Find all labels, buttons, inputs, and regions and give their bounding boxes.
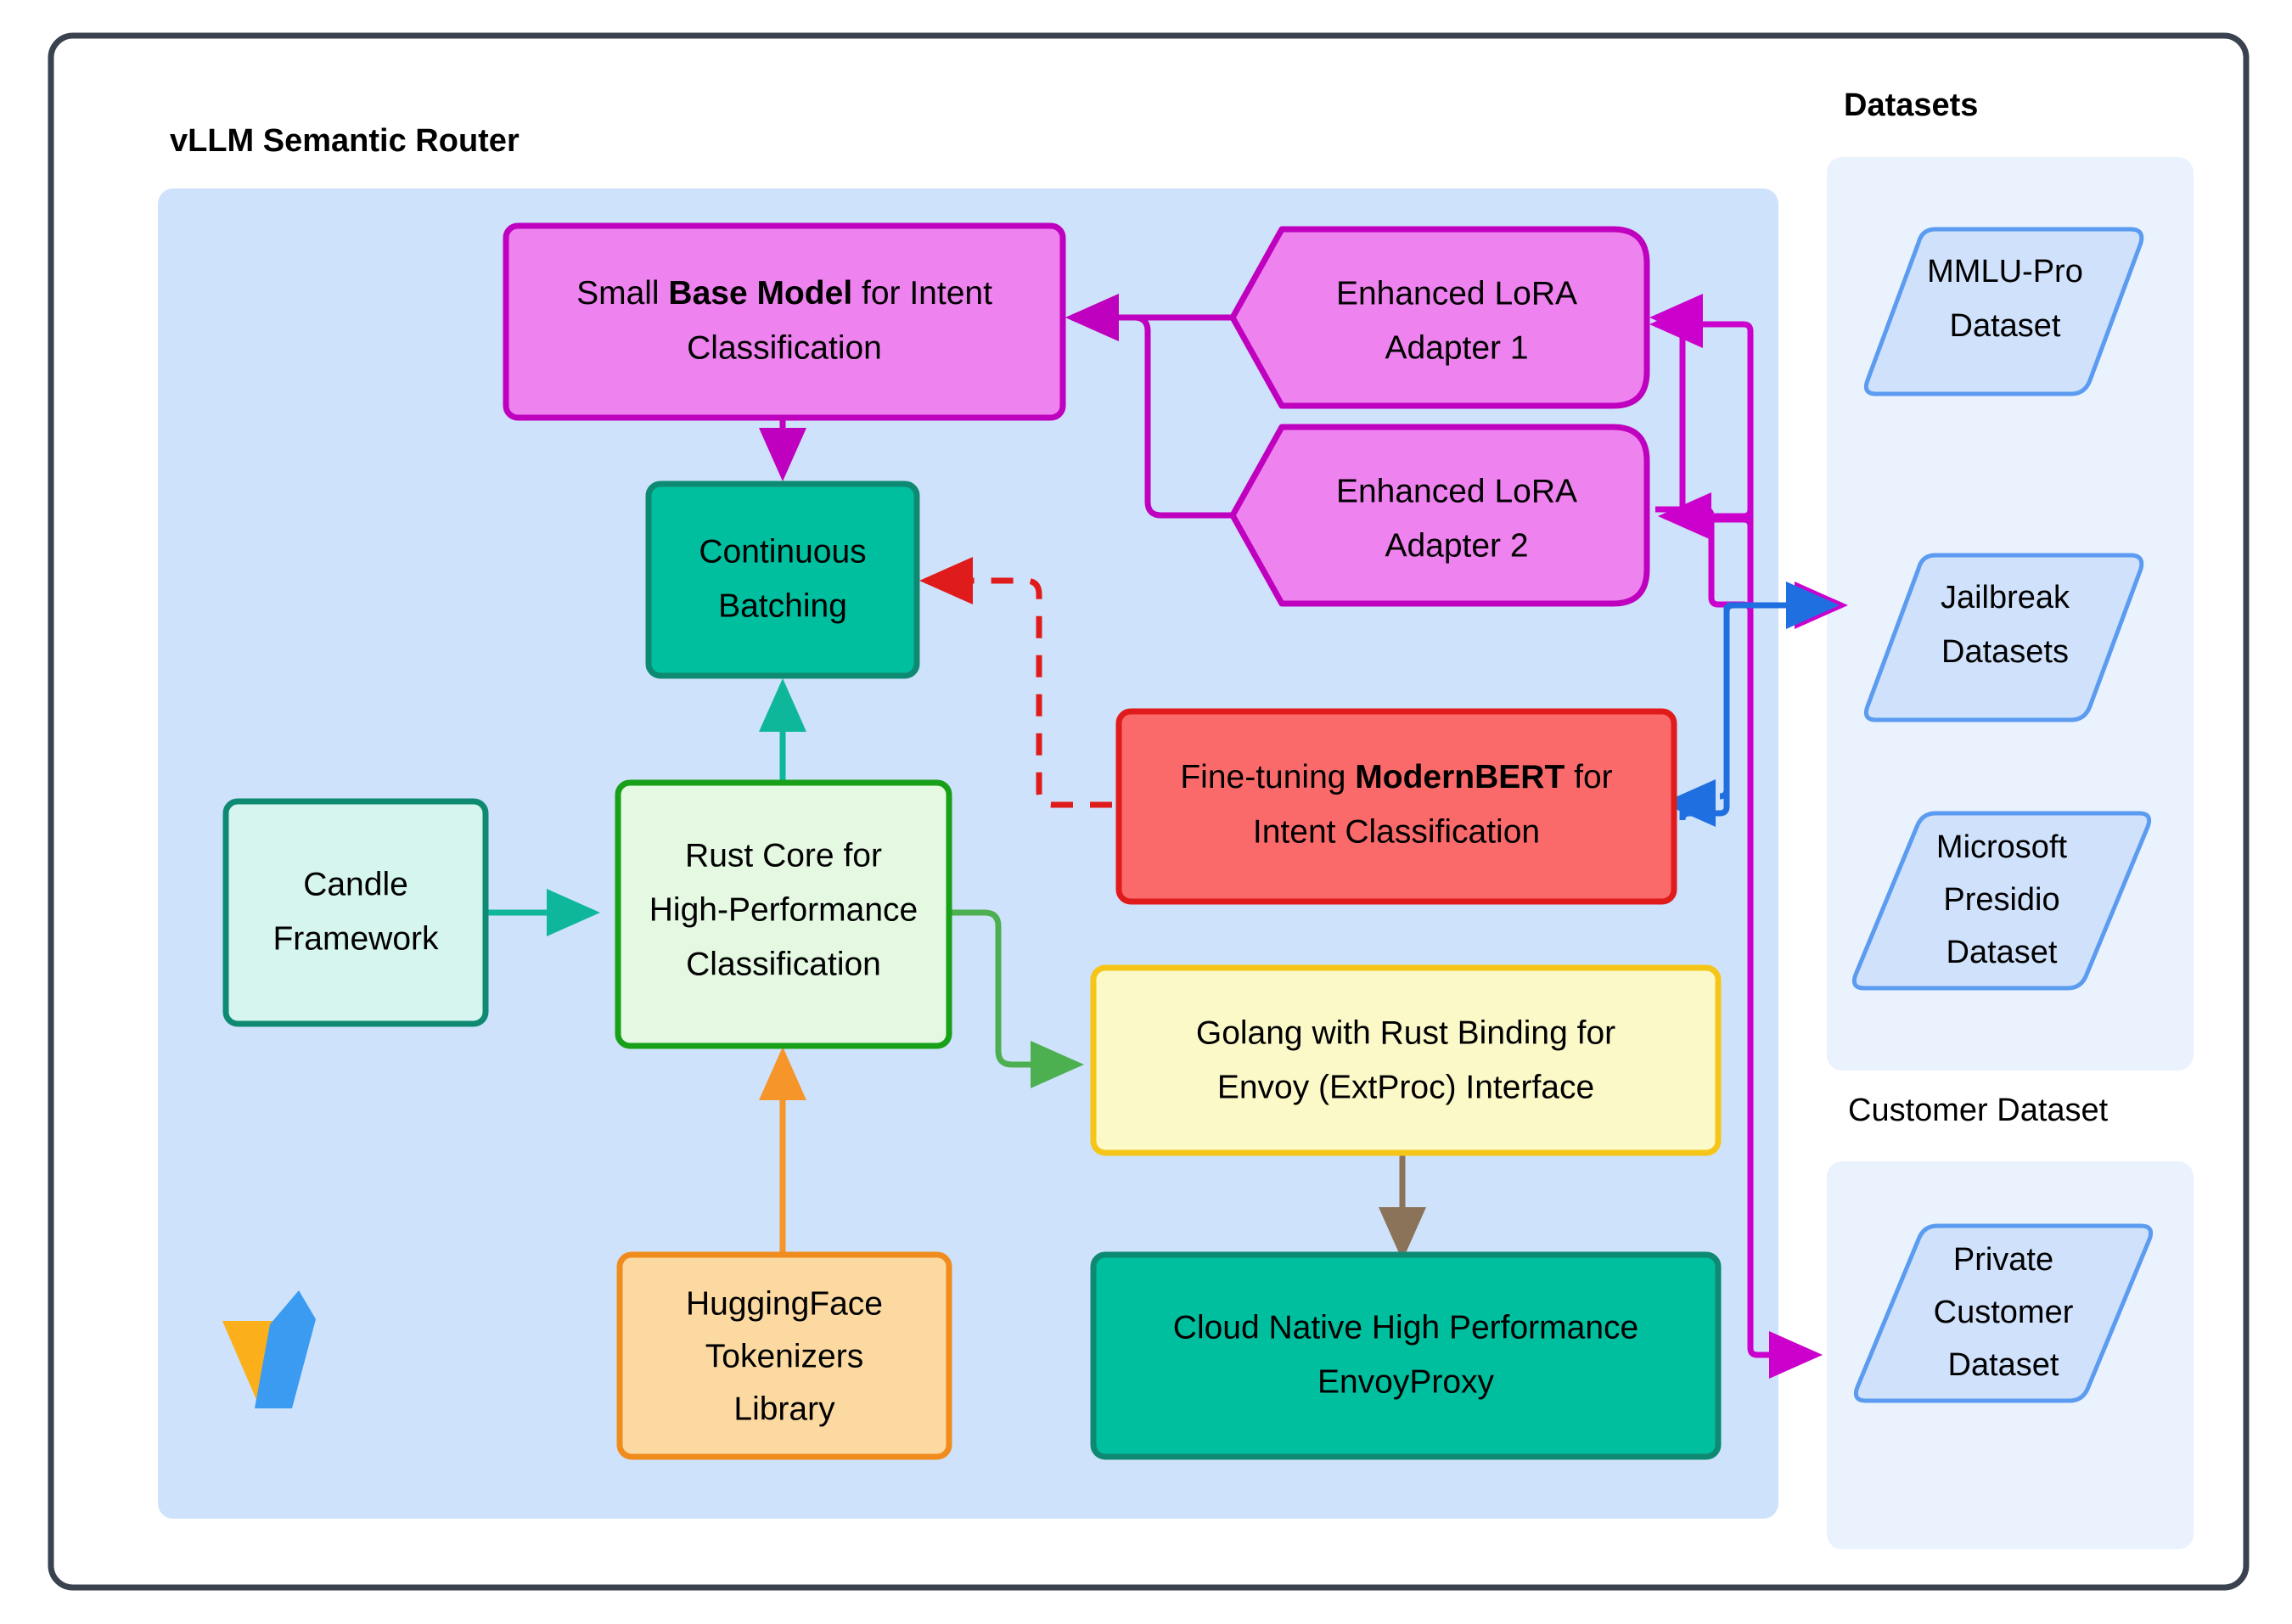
edge-magenta-to-adapters [1649, 294, 1754, 747]
batching-line2: Batching [718, 587, 847, 624]
svg-text:Fine-tuning ModernBERT for: Fine-tuning ModernBERT for [1180, 759, 1612, 795]
edge-lora2-to-basemodel [1065, 294, 1256, 519]
private-line1: Private [1953, 1242, 2053, 1278]
presidio-line2: Presidio [1943, 882, 2059, 918]
node-jailbreak-datasets[interactable]: Jailbreak Datasets [1863, 553, 2144, 722]
jailbreak-line1: Jailbreak [1941, 580, 2070, 615]
jailbreak-line2: Datasets [1941, 634, 2069, 670]
cluster-title-customer: Customer Dataset [1848, 1093, 2109, 1128]
node-base-model[interactable]: Small Base Model for Intent Classificati… [503, 222, 1066, 421]
presidio-line1: Microsoft [1936, 829, 2068, 865]
private-line2: Customer [1934, 1295, 2074, 1330]
node-candle-framework[interactable]: Candle Framework [222, 798, 489, 1027]
envoyproxy-line2: EnvoyProxy [1317, 1363, 1495, 1400]
node-presidio-dataset[interactable]: Microsoft Presidio Dataset [1851, 811, 2152, 991]
node-rust-core[interactable]: Rust Core for High-Performance Classific… [615, 779, 952, 1049]
private-line3: Dataset [1948, 1347, 2059, 1383]
node-lora-adapter-2[interactable]: Enhanced LoRA Adapter 2 [1229, 424, 1650, 607]
node-private-customer-dataset[interactable]: Private Customer Dataset [1853, 1223, 2154, 1403]
hf-line3: Library [733, 1391, 835, 1427]
node-continuous-batching[interactable]: Continuous Batching [645, 480, 920, 679]
node-mmlu-pro-dataset[interactable]: MMLU-Pro Dataset [1863, 227, 2144, 396]
edge-blue-to-modernbert [1662, 605, 1730, 827]
rustcore-line1: Rust Core for [685, 837, 882, 874]
node-modernbert[interactable]: Fine-tuning ModernBERT for Intent Classi… [1115, 708, 1677, 905]
rustcore-line2: High-Performance [649, 891, 918, 928]
vllm-logo-icon [222, 1290, 316, 1408]
envoyproxy-line1: Cloud Native High Performance [1173, 1309, 1638, 1346]
modernbert-text-2: ModernBERT [1355, 759, 1565, 795]
modernbert-line2: Intent Classification [1253, 813, 1540, 850]
node-golang-envoy[interactable]: Golang with Rust Binding for Envoy (ExtP… [1090, 964, 1722, 1156]
cluster-title-datasets: Datasets [1844, 87, 1978, 123]
lora1-line2: Adapter 1 [1385, 329, 1528, 366]
node-huggingface-tokenizers[interactable]: HuggingFace Tokenizers Library [616, 1251, 952, 1460]
cluster-title-vllm: vLLM Semantic Router [170, 123, 520, 159]
hf-line1: HuggingFace [686, 1285, 883, 1322]
candle-line1: Candle [303, 866, 408, 902]
mmlu-line2: Dataset [1950, 308, 2061, 344]
base-model-text-2: Base Model [668, 275, 852, 312]
base-model-text-3: for Intent [852, 275, 992, 312]
mmlu-line1: MMLU-Pro [1927, 254, 2083, 289]
base-model-text-1: Small [576, 275, 668, 312]
golang-line1: Golang with Rust Binding for [1196, 1014, 1615, 1051]
svg-text:Small Base Model for Intent: Small Base Model for Intent [576, 275, 992, 312]
lora2-line1: Enhanced LoRA [1336, 473, 1577, 509]
lora1-line1: Enhanced LoRA [1336, 275, 1577, 312]
edge-rustcore-to-golang [949, 909, 1084, 1088]
modernbert-text-1: Fine-tuning [1180, 759, 1355, 795]
golang-line2: Envoy (ExtProc) Interface [1217, 1069, 1594, 1105]
node-envoy-proxy[interactable]: Cloud Native High Performance EnvoyProxy [1090, 1251, 1722, 1460]
lora2-line2: Adapter 2 [1385, 527, 1528, 564]
batching-line1: Continuous [699, 533, 866, 570]
base-model-line2: Classification [687, 329, 882, 366]
rustcore-line3: Classification [686, 946, 881, 982]
edge-modernbert-to-batching [919, 557, 1112, 808]
candle-line2: Framework [272, 920, 439, 957]
hf-line2: Tokenizers [705, 1338, 863, 1374]
presidio-line3: Dataset [1947, 935, 2058, 970]
node-lora-adapter-1[interactable]: Enhanced LoRA Adapter 1 [1229, 226, 1650, 409]
modernbert-text-3: for [1565, 759, 1612, 795]
